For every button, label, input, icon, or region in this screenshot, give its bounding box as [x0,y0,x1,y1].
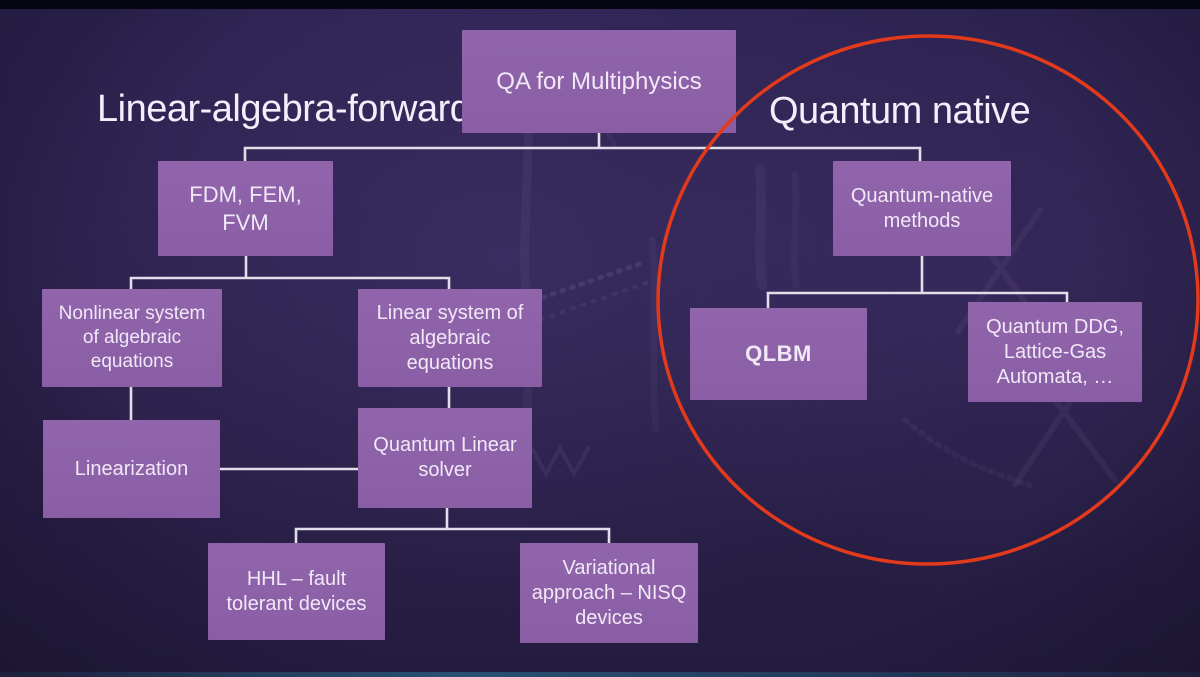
node-quantum-linear-solver: Quantum Linear solver [358,408,532,508]
heading-quantum-native: Quantum native [769,90,1031,132]
node-label: Quantum-native methods [850,184,994,232]
node-qa-for-multiphysics: QA for Multiphysics [462,30,736,133]
node-label: Linearization [74,457,189,480]
node-qlbm: QLBM [690,308,867,400]
node-label: Linear system of algebraic equations [376,301,524,374]
node-fdm-fem-fvm: FDM, FEM, FVM [158,161,333,256]
node-linearization: Linearization [43,420,220,518]
node-label: Quantum DDG, Lattice-Gas Automata, … [986,315,1124,388]
node-label: QA for Multiphysics [496,67,702,95]
heading-linear-algebra-forward: Linear-algebra-forward [97,88,471,130]
top-letterbox-bar [0,0,1200,9]
node-label: Nonlinear system of algebraic equations [58,303,206,372]
node-label: Variational approach – NISQ devices [531,556,687,629]
node-label: QLBM [745,341,812,367]
node-quantum-ddg-lattice-gas: Quantum DDG, Lattice-Gas Automata, … [968,302,1142,402]
node-nonlinear-system: Nonlinear system of algebraic equations [42,289,222,387]
node-linear-system: Linear system of algebraic equations [358,289,542,387]
node-label: FDM, FEM, FVM [189,182,302,235]
node-variational-nisq: Variational approach – NISQ devices [520,543,698,643]
node-label: Quantum Linear solver [373,434,517,481]
node-hhl-fault-tolerant: HHL – fault tolerant devices [208,543,385,640]
bottom-glow [0,672,1200,677]
node-quantum-native-methods: Quantum-native methods [833,161,1011,256]
node-label: HHL – fault tolerant devices [226,567,367,615]
